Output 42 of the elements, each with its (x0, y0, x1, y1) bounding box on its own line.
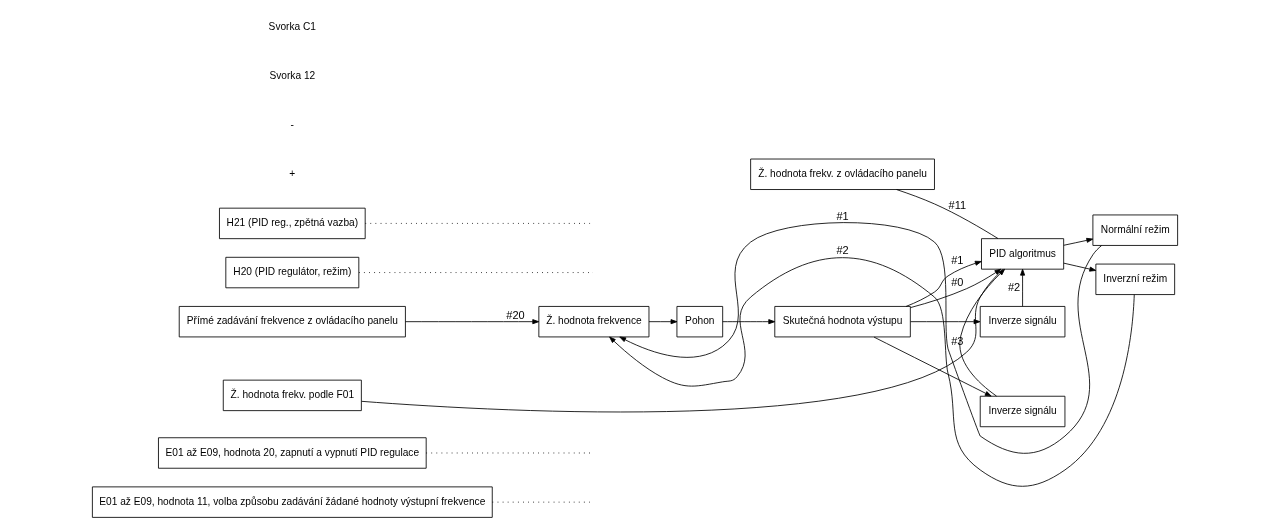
node-box: Normální režim (1091, 214, 1178, 246)
arrow (905, 260, 982, 307)
edge-label: #20 (505, 308, 525, 321)
arrow (1062, 262, 1096, 272)
arrow (909, 268, 1001, 309)
node-box: PID algoritmus (980, 238, 1064, 270)
node-box: H20 (PID regulátor, režim) (224, 256, 359, 289)
label: + (288, 167, 295, 179)
arrow (608, 257, 1135, 487)
arrow (618, 222, 1102, 454)
arrow (958, 268, 1005, 397)
node-box: Inverzní režim (1094, 263, 1175, 295)
edge-label: #2 (835, 244, 849, 257)
edge-label: #1 (950, 253, 963, 266)
edge-label: #11 (948, 198, 966, 211)
node-box: Přímé zadávání frekvence z ovládacího panelu (178, 306, 406, 338)
node-box: Ž. hodnota frekv. podle F01 (222, 379, 362, 412)
arrow (909, 319, 980, 325)
node-box: E01 až E09, hodnota 11, volba způsobu zadávání žádané hodnoty výstupní frekvence (91, 486, 493, 518)
arrow (1019, 268, 1025, 307)
node-box: Ž. hodnota frekv. z ovládacího panelu (749, 158, 935, 190)
edge-label: #3 (950, 334, 963, 347)
label: Svorka 12 (268, 69, 315, 81)
label: - (290, 118, 294, 130)
connector (360, 268, 1003, 413)
node-box: Inverze signálu (979, 306, 1065, 338)
arrow (648, 319, 677, 325)
node-box: Pohon (676, 306, 723, 338)
edge-label: #0 (950, 275, 963, 288)
node-box: H21 (PID reg., zpětná vazba) (218, 207, 366, 240)
arrow (873, 336, 992, 397)
connector (895, 189, 998, 239)
arrow (1062, 237, 1093, 246)
arrow (404, 319, 539, 325)
edge-label: #2 (1007, 280, 1020, 293)
node-box: Inverze signálu (979, 395, 1065, 428)
node-box: E01 až E09, hodnota 20, zapnutí a vypnutí PID regulace (157, 437, 427, 469)
arrow (721, 319, 775, 325)
node-box: Ž. hodnota frekvence (537, 306, 649, 338)
edge-label: #1 (835, 210, 849, 223)
label: Svorka C1 (268, 20, 316, 32)
node-box: Skutečná hodnota výstupu (773, 306, 911, 338)
